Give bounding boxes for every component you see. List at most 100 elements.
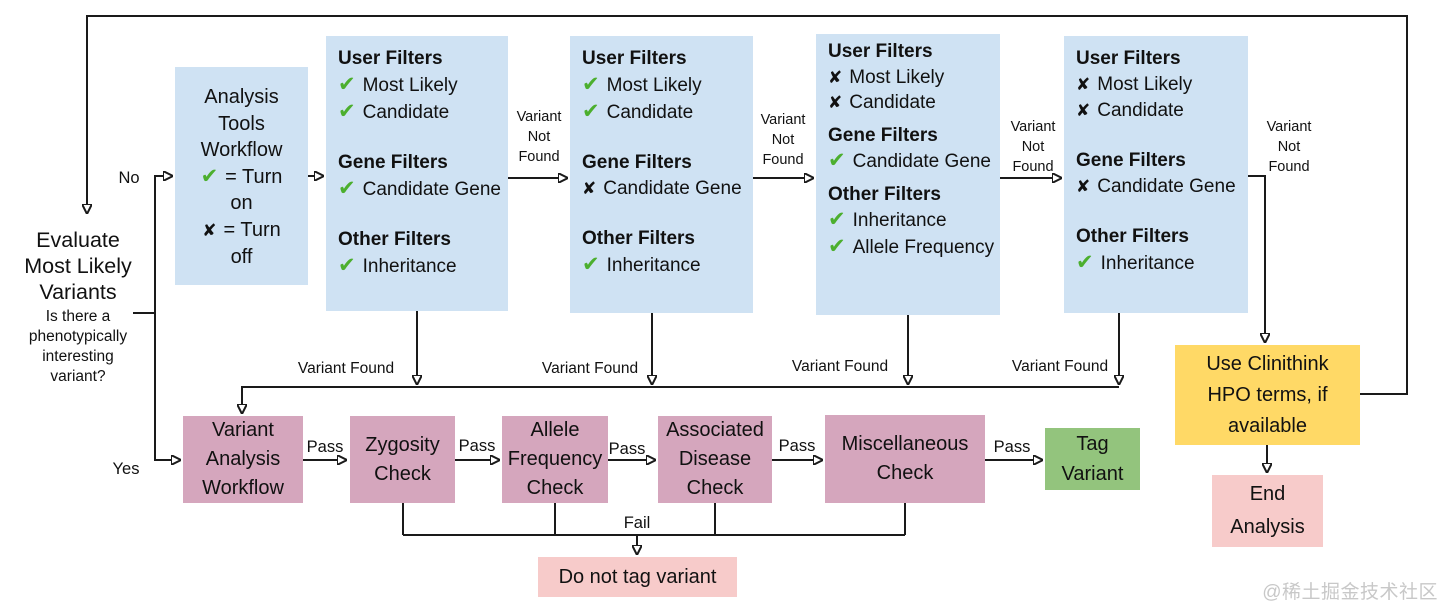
- legend-rule-off-cont: off: [230, 246, 253, 268]
- filter-item: ✔ Inheritance: [1076, 250, 1244, 277]
- filter-section: User Filters ✘Most Likely ✘Candidate: [1076, 46, 1244, 124]
- edge-label-pass-4: Pass: [778, 437, 816, 455]
- filter-section: Other Filters ✔ Inheritance: [582, 226, 749, 279]
- filter-item-label: Candidate Gene: [603, 178, 742, 199]
- filter-section: Gene Filters ✔Candidate Gene: [828, 123, 996, 175]
- filter-item: ✔Inheritance: [828, 207, 996, 234]
- edge-label-pass-5: Pass: [993, 438, 1031, 456]
- node-allele-frequency-check: Allele Frequency Check: [502, 416, 608, 503]
- filter-section: Gene Filters ✘ Candidate Gene: [1076, 148, 1244, 200]
- filter-item: ✔Candidate Gene: [338, 176, 504, 203]
- check-icon: ✔: [338, 73, 356, 96]
- filter-item-label: Inheritance: [606, 255, 701, 276]
- path-yes-branch: [154, 313, 172, 460]
- filter-item-label: Candidate Gene: [362, 179, 501, 200]
- filter-item: ✘ Candidate Gene: [1076, 174, 1244, 200]
- filter-item: ✔Allele Frequency: [828, 234, 996, 261]
- node-use-clinithink-hpo: Use Clinithink HPO terms, if available: [1175, 345, 1360, 445]
- filter-item-label: Candidate: [849, 92, 936, 113]
- filter-item-label: Allele Frequency: [852, 236, 995, 258]
- edge-label-fail: Fail: [623, 514, 651, 532]
- section-title: User Filters: [582, 48, 687, 69]
- path-filter4-to-clinithink: [1248, 175, 1265, 334]
- filter-item-label: Candidate: [1097, 100, 1184, 121]
- filter-item-label: Inheritance: [1100, 253, 1195, 274]
- cross-icon: ✘: [828, 67, 843, 87]
- edge-label-variant-not-found-3: Variant Not Found: [1010, 119, 1056, 175]
- node-end-analysis: End Analysis: [1212, 475, 1323, 547]
- start-question: Is there a phenotypically interesting va…: [28, 308, 128, 385]
- check-icon: ✔: [582, 253, 600, 276]
- section-title: User Filters: [828, 41, 933, 62]
- cross-icon: ✘: [828, 93, 843, 112]
- filter-box-1: User Filters ✔Most Likely ✔Candidate Gen…: [326, 36, 508, 311]
- filter-item: ✘ Most Likely: [828, 65, 996, 91]
- start-title: Evaluate Most Likely Variants: [24, 228, 132, 304]
- section-title: Other Filters: [1076, 226, 1189, 247]
- filter-item: ✔ Inheritance: [338, 253, 504, 280]
- filter-item-label: Candidate Gene: [1097, 176, 1236, 197]
- filter-item-label: Most Likely: [849, 66, 945, 88]
- filter-item: ✘ Candidate: [828, 90, 996, 116]
- section-title: Gene Filters: [338, 152, 448, 173]
- filter-item: ✔ Most Likely: [338, 72, 504, 99]
- check-icon: ✔: [1076, 251, 1094, 274]
- filter-section: Other Filters ✔ Inheritance: [338, 227, 504, 280]
- path-variant-found-bus: [242, 386, 1119, 405]
- filter-item: ✘ Most Likely: [1076, 72, 1244, 98]
- edge-label-variant-found-1: Variant Found: [297, 360, 395, 377]
- legend-rule-off: ✘= Turn: [175, 217, 308, 245]
- legend-title: Analysis Tools Workflow: [200, 86, 283, 161]
- cross-icon: ✘: [582, 179, 597, 198]
- edge-label-no: No: [118, 169, 140, 187]
- filter-item: ✔ Most Likely: [582, 72, 749, 99]
- cross-icon: ✘: [1076, 177, 1091, 196]
- filter-item: ✔Candidate: [582, 99, 749, 126]
- filter-item-label: Most Likely: [1097, 74, 1193, 95]
- section-title: User Filters: [338, 48, 443, 69]
- section-title: Other Filters: [338, 229, 451, 250]
- filter-section: Other Filters ✔ Inheritance: [1076, 224, 1244, 277]
- cross-icon: ✘: [1076, 101, 1091, 120]
- legend-rule-text: = Turn: [225, 165, 283, 188]
- check-icon: ✔: [828, 149, 846, 172]
- filter-item-label: Inheritance: [362, 256, 457, 277]
- edge-label-yes: Yes: [112, 460, 140, 478]
- filter-item-label: Inheritance: [852, 210, 947, 231]
- node-evaluate-most-likely-variants: Evaluate Most Likely Variants Is there a…: [8, 227, 148, 387]
- legend-rule-on-cont: on: [230, 192, 253, 214]
- filter-section: User Filters ✔Most Likely ✔Candidate: [338, 46, 504, 126]
- section-title: Other Filters: [828, 183, 941, 205]
- check-icon: ✔: [200, 164, 219, 188]
- path-no-branch: [154, 176, 164, 313]
- node-analysis-tools-legend: Analysis Tools Workflow ✔ = Turn on ✘= Tu…: [175, 67, 308, 285]
- cross-icon: ✘: [202, 220, 217, 240]
- section-title: Gene Filters: [582, 152, 692, 173]
- edge-label-variant-found-3: Variant Found: [791, 358, 889, 375]
- cross-icon: ✘: [1076, 75, 1091, 94]
- filter-item: ✔ Inheritance: [582, 252, 749, 279]
- filter-item: ✘ Candidate: [1076, 98, 1244, 124]
- filter-box-4: User Filters ✘Most Likely ✘Candidate Gen…: [1064, 36, 1248, 313]
- legend-rule-on: ✔ = Turn: [175, 164, 308, 191]
- section-title: Other Filters: [582, 228, 695, 249]
- check-icon: ✔: [338, 254, 356, 277]
- filter-item: ✔Candidate Gene: [828, 148, 996, 175]
- edge-label-pass-2: Pass: [458, 437, 496, 455]
- edge-label-variant-found-4: Variant Found: [1011, 358, 1109, 375]
- edge-label-variant-not-found-1: Variant Not Found: [516, 109, 562, 165]
- edge-label-variant-found-2: Variant Found: [541, 360, 639, 377]
- section-title: Gene Filters: [1076, 150, 1186, 171]
- section-title: Gene Filters: [828, 124, 938, 146]
- node-do-not-tag-variant: Do not tag variant: [538, 557, 737, 597]
- check-icon: ✔: [338, 100, 356, 123]
- watermark: @稀土掘金技术社区: [1262, 582, 1438, 603]
- edge-label-pass-1: Pass: [306, 438, 344, 456]
- filter-item-label: Most Likely: [362, 75, 458, 96]
- filter-section: User Filters ✘ Most Likely ✘ Candidate: [828, 39, 996, 116]
- filter-item-label: Most Likely: [606, 75, 702, 96]
- node-variant-analysis-workflow: Variant Analysis Workflow: [183, 416, 303, 503]
- filter-box-2: User Filters ✔Most Likely ✔Candidate Gen…: [570, 36, 753, 313]
- check-icon: ✔: [582, 73, 600, 96]
